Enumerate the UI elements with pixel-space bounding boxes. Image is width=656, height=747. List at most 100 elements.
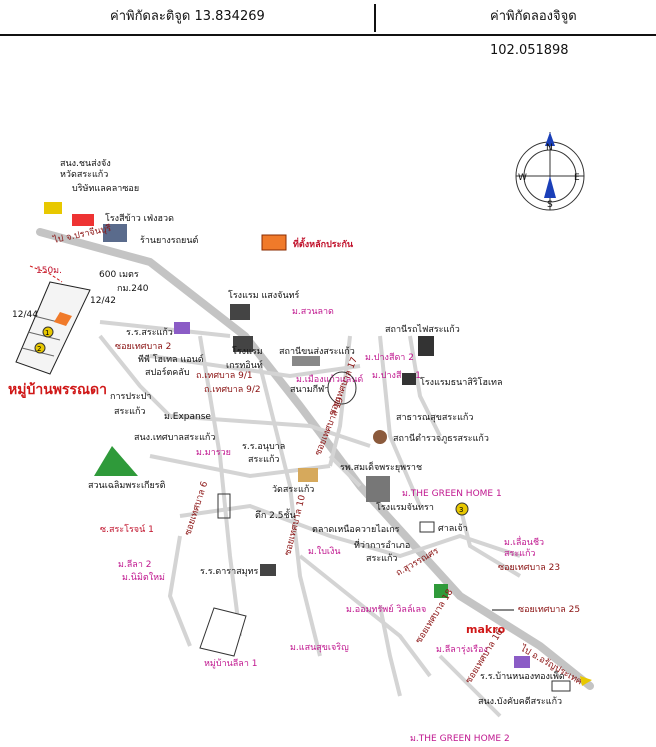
dara-icon [260,564,276,576]
soi-tesaban-2: ซอยเทศบาล 2 [115,342,171,352]
m-muangthong: ม.เมืองแก้วแลนด์ [296,373,363,385]
plot-1242: 12/42 [90,296,116,306]
train-icon [418,336,434,356]
anuban-sk: สระแก้ว [248,454,279,465]
m-baimee: ม.ใบเงิน [308,546,341,557]
police-icon [373,430,387,444]
place-shop: ร้านยางรถยนต์ [140,234,198,246]
makro-logo: makro [466,623,506,636]
pp-hotel: พีพี โฮเทล แอนด์ [138,353,204,365]
municipal-sk: สนง.เทศบาลสระแก้ว [134,432,215,443]
marker-3: 3 [459,506,463,514]
tesaban-9-2: ถ.เทศบาล 9/2 [204,385,261,395]
land-office-icon [551,680,571,692]
compass-n: N [546,143,553,153]
village-pannada: หมู่บ้านพรรณดา [8,382,107,398]
bldg-25: ตึก 2.5ชั้น [255,508,296,521]
hotel-chanpra: โรงแรมจันทรา [376,502,434,513]
hotel-saengchan: โรงแรม แสงจันทร์ [228,289,300,301]
soi-tesaban-25: ซอยเทศบาล 25 [518,605,580,615]
village-plot: 1 2 [15,281,91,375]
plot-1244: 12/44 [12,310,38,320]
m-vangmai-2: ม.ลีลา 2 [118,559,151,570]
train-station: สถานีรถไฟสระแก้ว [385,324,460,335]
anuban-school: ร.ร.อนุบาล [242,442,285,452]
district-sk: สระแก้ว [366,553,397,564]
tor-sarokri: ซ.สระโรจน์ 1 [100,523,154,535]
market: ตลาดเหนือควายไอเกร [312,524,400,535]
compass-e: E [574,173,580,183]
shrine-icon [419,521,435,533]
bus-station: สถานีขนส่งสระแก้ว [279,346,355,357]
header-divider [374,4,376,32]
longitude-label: ค่าพิกัดลองจิจูด 102.051898 [490,9,577,58]
place-som-chon: สนง.ชนส่งจัง [60,159,111,169]
place-province-sk: หวัดสระแก้ว [60,169,108,180]
m-thegreen-1: ม.THE GREEN HOME 1 [402,489,502,499]
lila-plot [199,607,247,657]
m-orm: ม.ออมทรัพย์ วิลล์เลจ [346,603,426,615]
legend-label: ที่ตั้งหลักประกัน [293,237,354,250]
tesaban-9-1: ถ.เทศบาล 9/1 [196,371,253,381]
m-lum-2: สระแก้ว [504,548,535,559]
m-lumchumsai: ม.เลื่อนชีว [504,535,544,548]
taxi-icon [44,202,62,214]
green-icon [434,584,448,598]
location-map[interactable]: ที่ตั้งหลักประกัน N S E W สนง.ชนส่งจัง ห… [0,36,656,747]
public-health: สาธารณสุขสระแก้ว [396,412,473,423]
latitude-label: ค่าพิกัดละติจูด 13.834269 [110,9,265,24]
stadium-shape [327,371,357,405]
road-network [36,228,594,690]
dara-school: ร.ร.ดาราสมุทร [200,567,259,577]
m-lungsuwan: ม.แสนสุขเจริญ [290,642,349,653]
hotel-vannasri-icon [402,373,416,385]
shrine: ศาลเจ้า [438,523,468,534]
wat-sk: วัดสระแก้ว [272,484,314,495]
m-thegreen-2: ม.THE GREEN HOME 2 [410,734,510,744]
kroen-ideal: เกรทอินท์ [226,359,263,371]
place-company: บริษัทแลคลาซอย [72,183,139,194]
land-office: สนง.บังคับคดีสระแก้ว [478,696,562,707]
bldg-25-shape [217,493,231,519]
hotel-kroen-icon [233,336,253,352]
legend: ที่ตั้งหลักประกัน [261,234,354,251]
m-nimitmai: ม.นิมิตใหม่ [122,572,165,583]
marker-2: 2 [37,345,41,353]
park: สวนเฉลิมพระเกียรติ [88,480,166,491]
marker-1: 1 [45,329,49,337]
arrow-aranyaprathet [580,676,592,686]
building-icon [72,214,94,226]
village-lila-1: หมู่บ้านลีลา 1 [204,658,257,669]
place-rice-mill: โรงสีข้าว เฟ่งฮวด [105,213,174,224]
distance-150: 150ม. [36,266,62,276]
hotel-icon [230,304,250,320]
compass-w: W [518,173,527,183]
distance-600: 600 เมตร [99,270,139,280]
m-expanse: ม.Expanse [164,412,211,422]
hotel-kroen: โรงแรม [232,346,263,357]
factory-icon [103,224,127,242]
compass-rose: N S E W [515,132,585,211]
collateral-marker [54,312,72,326]
secondary-roads [98,320,522,718]
irrigation: การประปา [110,392,151,402]
bus-icon [292,356,320,366]
m-suanlang: ม.สวนลาด [292,307,334,317]
park-icon [94,446,138,476]
school-icon [174,322,190,334]
soi-tesaban-6: ซอยเทศบาล 6 [183,480,210,537]
nongkhai-school: ร.ร.บ้านหนองทองเพ็ด [480,669,565,682]
distance-marker-150 [29,265,63,283]
m-lileela: ม.ลีลารุ่งเรือง [436,644,488,655]
district-office: ที่ว่าการอำเภอ [354,538,410,551]
stadium: สนามกีฬา [290,384,329,395]
police-station: สถานีตำรวจภูธรสระแก้ว [393,433,489,444]
hospital: รพ.สมเด็จพระยุพราช [340,460,422,473]
m-pangsida-2: ม.ปางสีดา 2 [365,352,414,363]
km-240: กม.240 [117,284,149,294]
legend-swatch [261,234,287,251]
compass-s: S [547,200,553,210]
m-pangsida-1: ม.ปางสีดา 1 [372,370,421,381]
temple-icon [298,468,318,482]
marker-3-circle [455,502,469,516]
